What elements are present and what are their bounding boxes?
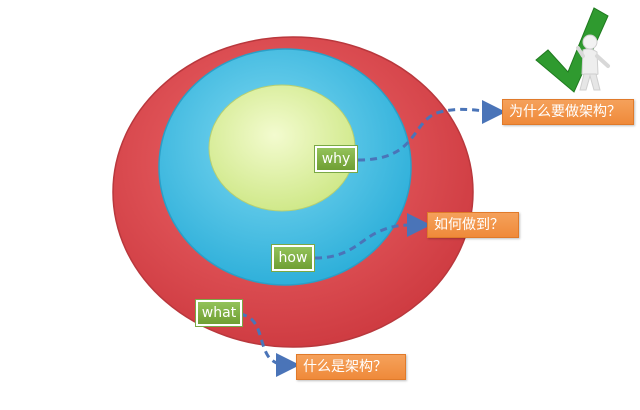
note-what: 什么是架构？ [296,354,406,380]
checkmark-figure-icon [535,7,610,93]
tag-what: what [196,300,242,326]
tag-how: how [272,245,314,271]
note-why: 为什么要做架构？ [502,99,634,125]
note-how: 如何做到？ [427,212,519,238]
connector-what [239,312,300,377]
connector-why [357,99,506,162]
connector-how [314,212,431,260]
tag-why: why [315,146,357,172]
